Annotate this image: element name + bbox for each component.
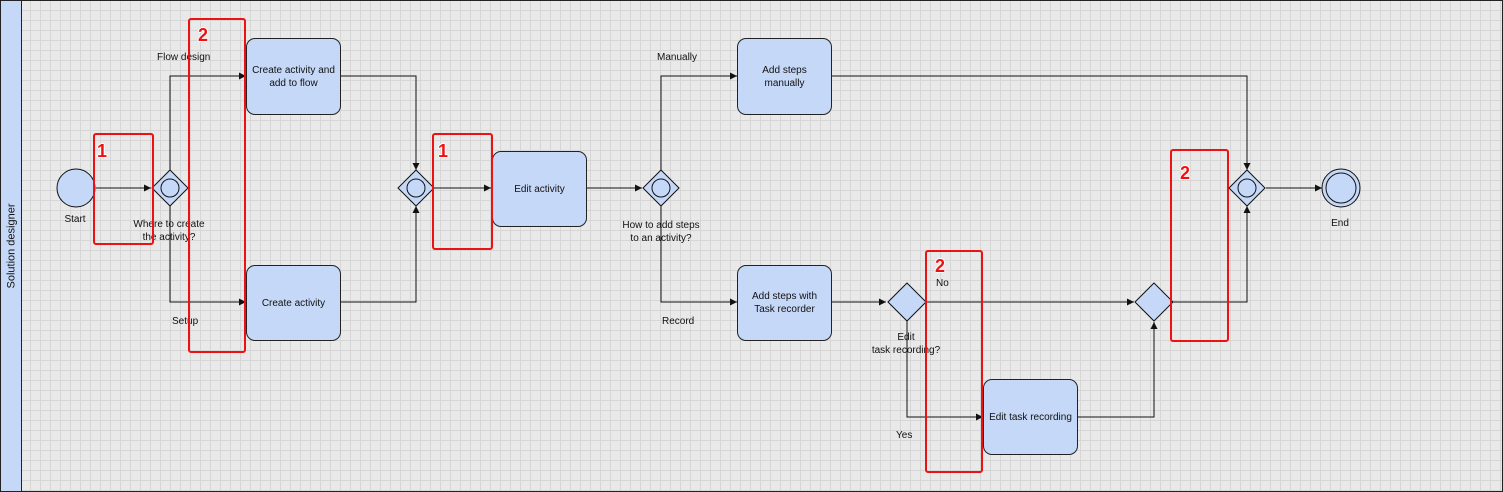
edit-task-recording-gateway-label: Edit task recording? [871,332,941,356]
flow-label-yes: Yes [896,430,913,441]
start-event [56,168,96,208]
flow-label-no: No [936,278,949,289]
start-event-label: Start [64,214,86,225]
flow-add-manually-to-final-merge [831,75,1251,170]
highlight-number-2c: 2 [935,256,946,276]
how-to-add-steps-gateway-label: How to add steps to an activity? [622,220,700,244]
flow-gateway-to-task-recorder [660,206,737,306]
flow-label-setup: Setup [172,316,199,327]
flow-gateway-to-add-manually [660,72,737,170]
highlight-box-2c [925,250,983,473]
flow-create-add-flow-to-merge [340,75,420,170]
task-edit-activity[interactable]: Edit activity [492,151,587,227]
flow-edit-recording-to-merge [1077,322,1158,418]
highlight-number-1b: 1 [438,141,449,161]
task-add-steps-task-recorder[interactable]: Add steps with Task recorder [737,265,832,341]
flow-label-flow-design: Flow design [157,52,211,63]
highlight-number-2a: 2 [198,25,209,45]
merge-gateway-create-marker [406,178,426,198]
recording-merge-gateway [1134,282,1174,322]
flow-create-activity-to-merge [340,206,420,303]
flow-gateway-to-create-activity [169,206,246,306]
highlight-number-1a: 1 [97,141,108,161]
where-to-create-gateway-marker [160,178,180,198]
edit-task-recording-gateway [887,282,927,322]
swimlane-header [1,1,22,491]
task-create-activity-add-to-flow[interactable]: Create activity and add to flow [246,38,341,115]
highlight-box-1b [432,133,493,250]
highlight-number-2b: 2 [1180,163,1191,183]
end-event [1321,168,1361,208]
flow-edit-gateway-yes [906,321,983,421]
where-to-create-gateway-label: Where to create the activity? [133,219,205,243]
task-create-activity[interactable]: Create activity [246,265,341,341]
flow-label-manually: Manually [657,52,698,63]
flow-label-record: Record [662,316,695,327]
highlight-box-2a [188,18,246,353]
flow-merge-to-final-merge [1173,206,1251,303]
task-add-steps-manually[interactable]: Add steps manually [737,38,832,115]
how-to-add-steps-gateway-marker [651,178,671,198]
highlight-box-1a [93,133,154,245]
task-edit-task-recording[interactable]: Edit task recording [983,379,1078,455]
final-merge-gateway-marker [1237,178,1257,198]
flow-gateway-to-create-add-flow [169,72,246,170]
highlight-box-2b [1170,149,1229,342]
end-event-inner [1325,172,1357,204]
end-event-label: End [1331,218,1349,229]
